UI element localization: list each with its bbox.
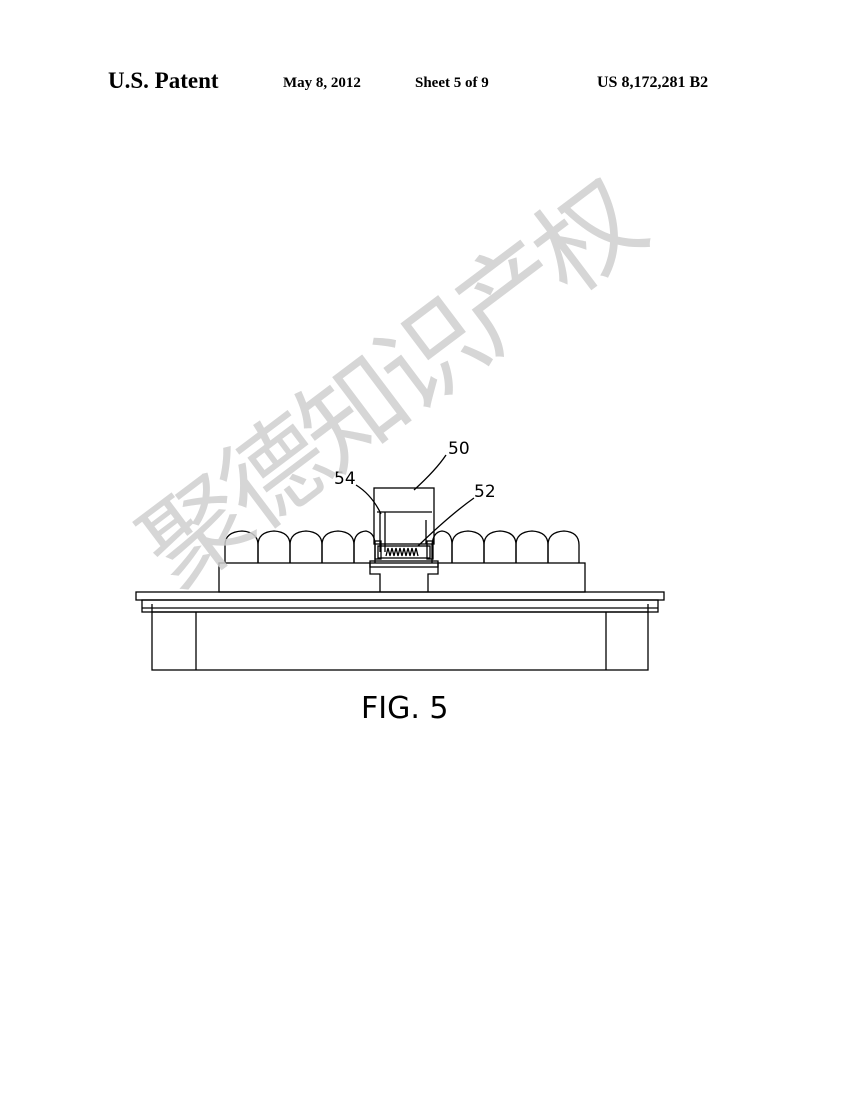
rail-body — [141, 599, 659, 613]
spring-52-frame — [377, 545, 431, 559]
dome — [547, 530, 580, 563]
publication-date: May 8, 2012 — [283, 75, 361, 91]
base-housing — [151, 611, 649, 671]
dome — [289, 530, 323, 563]
spring-52-coil — [385, 547, 419, 557]
sheet-number: Sheet 5 of 9 — [415, 75, 489, 91]
dome-row-left — [224, 530, 376, 563]
page-header: U.S. Patent May 8, 2012 Sheet 5 of 9 US … — [0, 68, 850, 98]
ref-label-52: 52 — [474, 482, 496, 502]
center-mount-top — [369, 560, 439, 568]
platform — [218, 562, 586, 593]
dome — [451, 530, 485, 563]
patent-number: US 8,172,281 B2 — [597, 74, 709, 91]
dome — [483, 530, 517, 563]
figure-label: FIG. 5 — [361, 691, 449, 726]
ref-label-54: 54 — [334, 469, 356, 489]
center-mount — [369, 563, 439, 592]
dome-row-right — [431, 530, 580, 563]
publication-title: U.S. Patent — [108, 68, 219, 93]
ref-label-50: 50 — [448, 439, 470, 459]
leader-50 — [413, 454, 447, 491]
dome — [257, 530, 291, 563]
leader-52 — [417, 497, 475, 547]
housing-50 — [373, 487, 435, 545]
dome — [224, 530, 259, 563]
spring-52-block-right — [426, 540, 434, 560]
dome — [431, 530, 453, 563]
dome — [515, 530, 549, 563]
dome — [321, 530, 355, 563]
dome — [353, 530, 376, 563]
leader-54 — [355, 484, 382, 515]
